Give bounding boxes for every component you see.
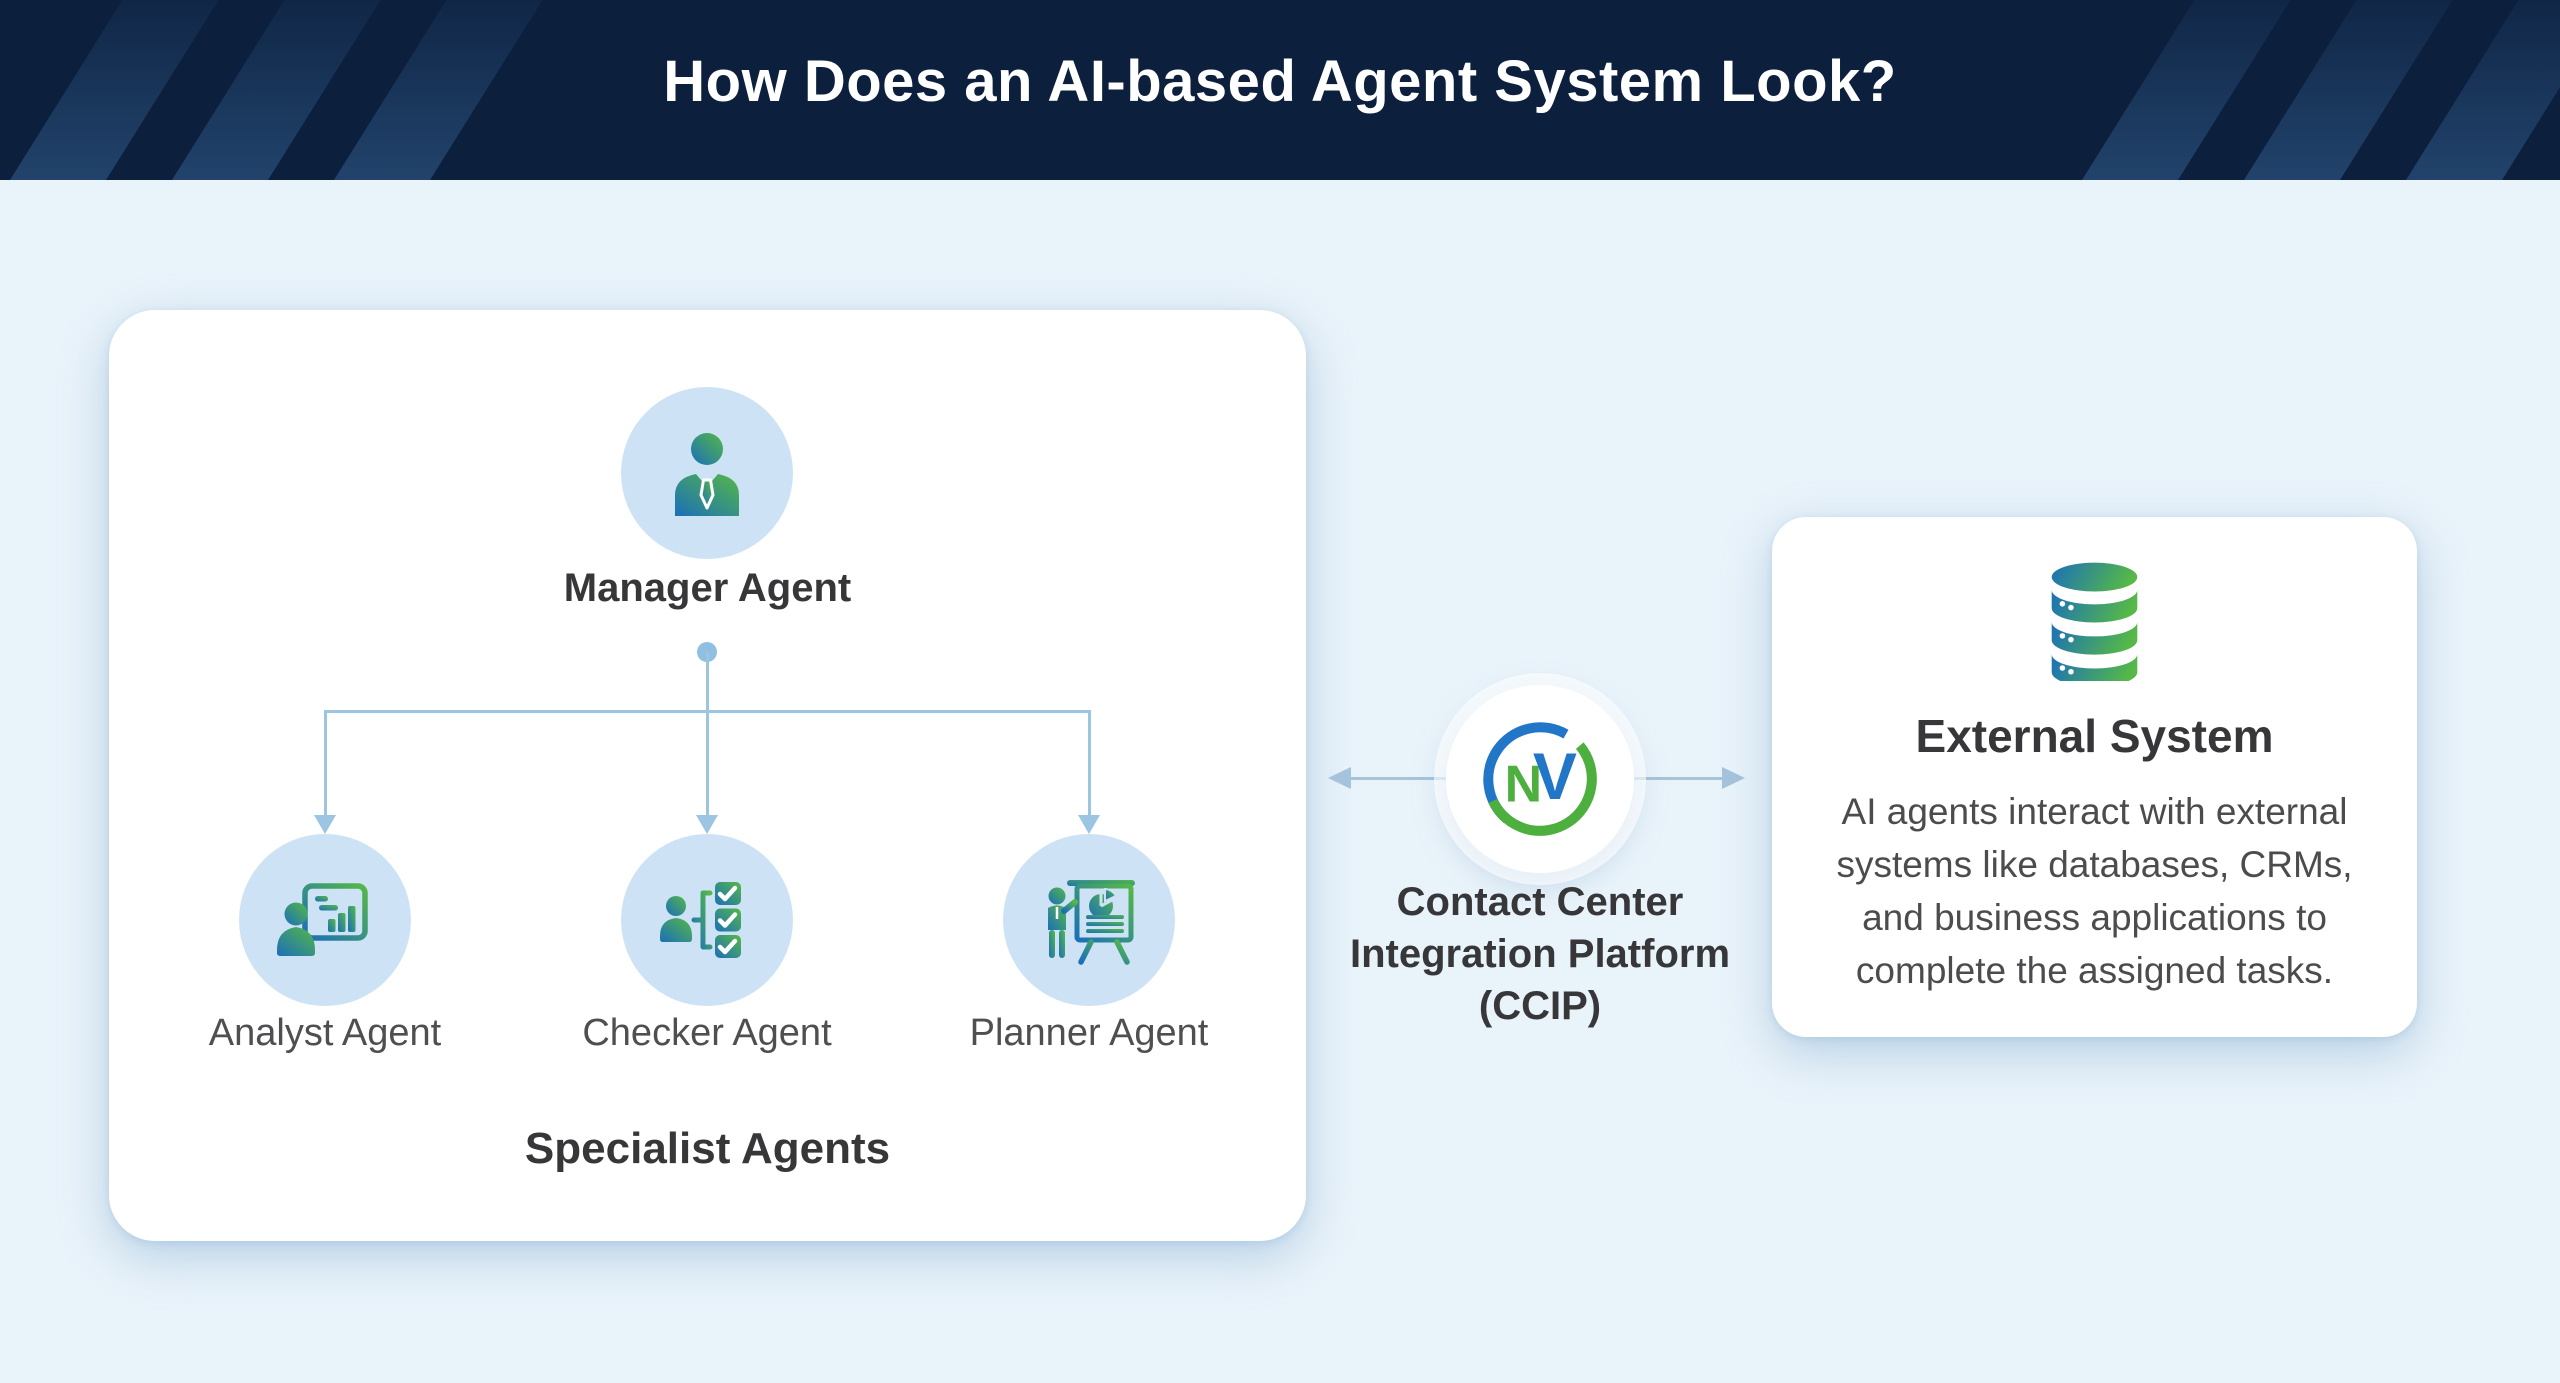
checker-agent-avatar [621,834,793,1006]
connector-line [1087,710,1091,815]
description-line: complete the assigned tasks. [1855,950,2334,991]
checker-checklist-icon [660,882,741,958]
analyst-presentation-chart-icon [277,883,368,956]
ccip-hub-badge: N V [1446,685,1634,873]
analyst-agent-avatar [239,834,411,1006]
ccip-platform-label: Contact Center Integration Platform (CCI… [1290,876,1790,1032]
left-arrowhead-icon [1328,767,1351,789]
down-arrowhead-icon [1078,815,1100,834]
left-arrow-line [1349,777,1453,780]
specialist-agents-group-label: Specialist Agents [524,1124,891,1173]
manager-agent-label: Manager Agent [563,566,852,610]
checker-agent-label: Checker Agent [582,1012,832,1054]
description-line: systems like databases, CRMs, [1836,844,2353,885]
page-title: How Does an AI-based Agent System Look? [663,49,1897,114]
right-arrowhead-icon [1722,767,1745,789]
connector-line [705,652,709,815]
connector-line [323,710,327,815]
description-line: AI agents interact with external [1841,791,2348,832]
planner-agent-avatar [1003,834,1175,1006]
logo-letter-v: V [1533,740,1577,814]
planner-easel-pie-chart-icon [1048,880,1135,965]
ccip-line-3: (CCIP) [1478,984,1602,1028]
database-icon [2051,562,2138,687]
down-arrowhead-icon [314,815,336,834]
external-system-description: AI agents interact with external systems… [1794,785,2395,997]
analyst-agent-label: Analyst Agent [208,1012,442,1054]
planner-agent-label: Planner Agent [969,1012,1209,1054]
manager-agent-avatar [621,387,793,559]
right-arrow-line [1624,777,1724,780]
down-arrowhead-icon [696,815,718,834]
businessperson-icon [675,433,739,516]
external-system-title: External System [1915,710,2274,762]
connector-line [323,710,1090,713]
description-line: and business applications to [1862,897,2327,938]
external-system-card: External System AI agents interact with … [1772,517,2417,1037]
nv-circle-logo-icon: N V [1483,722,1597,836]
ccip-line-1: Contact Center [1396,880,1684,924]
agent-hierarchy-card: Manager Agent [109,310,1306,1241]
logo-letter-n: N [1505,755,1543,813]
ccip-line-2: Integration Platform [1349,932,1731,976]
header-band: How Does an AI-based Agent System Look? [0,0,2560,180]
